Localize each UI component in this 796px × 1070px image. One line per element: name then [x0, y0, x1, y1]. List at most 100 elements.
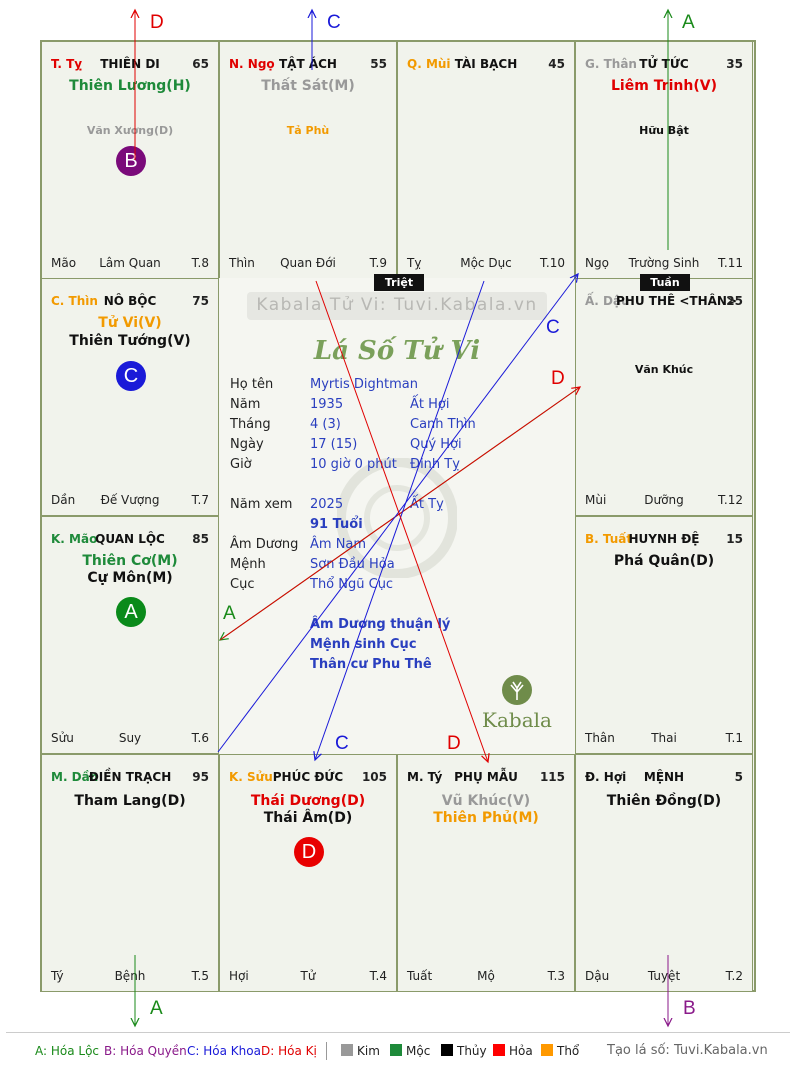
main-star: Phá Quân(D): [613, 553, 715, 569]
palace-stage: Trường Sinh: [628, 256, 700, 270]
label-am-duong: Âm Dương: [230, 537, 299, 552]
palace-can: C. Thìn: [51, 294, 98, 308]
value-view-year: 2025: [310, 497, 344, 512]
tam-hop-arrow: [217, 274, 578, 753]
tho-swatch-icon: [541, 1044, 553, 1056]
legend-moc: Mộc: [390, 1044, 430, 1058]
palace-age: 75: [192, 294, 209, 308]
arrow-label: A: [150, 998, 163, 1019]
hoa-khoa-badge: C: [116, 361, 146, 391]
main-star: Thái Dương(D): [250, 793, 366, 809]
palace-age: 55: [370, 57, 387, 71]
arrow-label: D: [551, 368, 565, 389]
arrow-label: D: [150, 12, 164, 33]
palace-branch: Sửu: [51, 731, 74, 745]
tam-hop-arrow: [315, 280, 488, 762]
main-star: Tử Vi(V): [98, 315, 162, 331]
palace-stage: Bệnh: [114, 969, 146, 983]
palace-thien-di[interactable]: T. Tỵ THIÊN DI 65 Thiên Lương(H) Văn Xươ…: [41, 41, 219, 279]
main-star: Thiên Đồng(D): [606, 793, 722, 809]
minor-star: Văn Khúc: [634, 363, 694, 376]
palace-phuc-duc[interactable]: K. Sửu PHÚC ĐỨC 105 Thái Dương(D) Thái Â…: [219, 754, 397, 992]
palace-branch: Tuất: [407, 969, 433, 983]
label-name: Họ tên: [230, 377, 274, 392]
tam-hop-arrow: [219, 387, 580, 641]
label-cuc: Cục: [230, 577, 255, 592]
note: Mệnh sinh Cục: [310, 637, 417, 652]
palace-stage: Lâm Quan: [99, 256, 161, 270]
palace-tu-tuc[interactable]: G. Thân TỬ TỨC 35 Liêm Trinh(V) Hữu Bật …: [575, 41, 753, 279]
palace-can: G. Thân: [585, 57, 637, 71]
value-month-can: Canh Thìn: [410, 417, 476, 432]
arrow-label: D: [447, 733, 461, 754]
moc-swatch-icon: [390, 1044, 402, 1056]
arrow-label: C: [546, 317, 560, 338]
tam-hop-arrow: [315, 280, 485, 760]
label-view-year: Năm xem: [230, 497, 293, 512]
label-menh: Mệnh: [230, 557, 266, 572]
palace-can: M. Dần: [51, 770, 99, 784]
palace-range: T.7: [191, 493, 209, 507]
palace-range: T.6: [191, 731, 209, 745]
palace-branch: Thân: [585, 731, 615, 745]
palace-name: MỆNH: [643, 770, 685, 784]
main-star: Thái Âm(D): [263, 810, 353, 826]
palace-stage: Mộc Dục: [460, 256, 512, 270]
value-am-duong: Âm Nam: [310, 537, 367, 552]
value-cuc: Thổ Ngũ Cục: [310, 577, 394, 592]
palace-phu-mau[interactable]: M. Tý PHỤ MẪU 115 Vũ Khúc(V) Thiên Phủ(M…: [397, 754, 575, 992]
palace-range: T.9: [369, 256, 387, 270]
value-month: 4 (3): [310, 417, 341, 432]
palace-dien-trach[interactable]: M. Dần ĐIỀN TRẠCH 95 Tham Lang(D) Tý Bện…: [41, 754, 219, 992]
palace-age: 85: [192, 532, 209, 546]
palace-age: 35: [726, 57, 743, 71]
arrow-label: C: [327, 12, 341, 33]
palace-huynh-de[interactable]: B. Tuất HUYNH ĐỆ 15 Phá Quân(D) Thân Tha…: [575, 516, 753, 754]
palace-stage: Quan Đới: [280, 256, 336, 270]
palace-branch: Tý: [51, 969, 64, 983]
legend-hoa-khoa: C: Hóa Khoa: [187, 1044, 261, 1058]
palace-can: B. Tuất: [585, 532, 633, 546]
palace-name: PHÚC ĐỨC: [272, 770, 344, 784]
main-star: Thiên Cơ(M): [82, 553, 178, 569]
palace-age: 95: [192, 770, 209, 784]
legend-bar: A: Hóa Lộc B: Hóa Quyền C: Hóa Khoa D: H…: [0, 1030, 796, 1070]
palace-name: TỬ TỨC: [639, 57, 689, 71]
kabala-tree-icon: [502, 675, 532, 705]
palace-age: 65: [192, 57, 209, 71]
value-name: Myrtis Dightman: [310, 377, 418, 392]
hoa-swatch-icon: [493, 1044, 505, 1056]
palace-branch: Mùi: [585, 493, 607, 507]
tuan-tag: Tuần: [640, 274, 690, 291]
palace-branch: Hợi: [229, 969, 249, 983]
palace-range: T.2: [725, 969, 743, 983]
palace-name: QUAN LỘC: [95, 532, 165, 546]
legend-kim: Kim: [341, 1044, 380, 1058]
site-link[interactable]: Tạo lá số: Tuvi.Kabala.vn: [607, 1043, 768, 1058]
palace-can: K. Sửu: [229, 770, 273, 784]
note: Thân cư Phu Thê: [310, 657, 432, 672]
palace-age: 115: [539, 770, 565, 784]
palace-quan-loc[interactable]: K. Mão QUAN LỘC 85 Thiên Cơ(M) Cự Môn(M)…: [41, 516, 219, 754]
palace-tat-ach[interactable]: N. Ngọ TẬT ÁCH 55 Thất Sát(M) Tả Phù Thì…: [219, 41, 397, 279]
palace-branch: Thìn: [229, 256, 255, 270]
palace-stage: Tử: [300, 969, 316, 983]
palace-no-boc[interactable]: C. Thìn NÔ BỘC 75 Tử Vi(V) Thiên Tướng(V…: [41, 278, 219, 516]
palace-stage: Thai: [651, 731, 677, 745]
legend-hoa: Hỏa: [493, 1044, 533, 1058]
minor-star: Tả Phù: [286, 124, 330, 137]
palace-menh[interactable]: Đ. Hợi MỆNH 5 Thiên Đồng(D) Dậu Tuyệt T.…: [575, 754, 753, 992]
label-year: Năm: [230, 397, 261, 412]
main-star: Thất Sát(M): [261, 78, 355, 94]
palace-age: 105: [361, 770, 387, 784]
legend-hoa-loc: A: Hóa Lộc: [35, 1044, 100, 1058]
legend-tho: Thổ: [541, 1044, 579, 1058]
palace-phu-the[interactable]: Ấ. Dậu PHU THÊ <THÂN> 25 Văn Khúc Mùi Dư…: [575, 278, 753, 516]
value-year: 1935: [310, 397, 344, 412]
main-star: Thiên Tướng(V): [69, 333, 191, 349]
legend-hoa-quyen: B: Hóa Quyền: [104, 1044, 187, 1058]
palace-tai-bach[interactable]: Q. Mùi TÀI BẠCH 45 Tỵ Mộc Dục T.10: [397, 41, 575, 279]
palace-stage: Dưỡng: [644, 493, 684, 507]
palace-can: T. Tỵ: [51, 57, 83, 71]
